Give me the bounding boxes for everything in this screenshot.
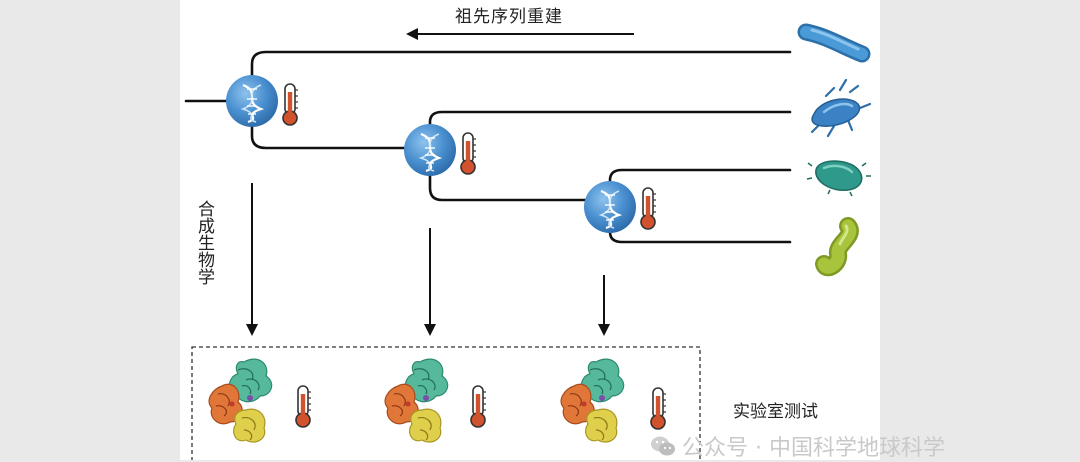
thermometer-icon (640, 187, 657, 230)
watermark: 公众号 · 中国科学地球科学 (650, 432, 945, 461)
thermometer-icon (295, 385, 312, 428)
ancestral-node-1 (226, 75, 278, 127)
thermometer-icon (460, 132, 477, 175)
lab-test-box (191, 346, 701, 460)
oval-bacterium-icon (806, 160, 871, 197)
ancestral-node-2 (404, 124, 456, 176)
figure-background (180, 0, 880, 460)
synthetic-biology-label: 合成生物学 (194, 200, 214, 285)
protein-structure-icon (384, 358, 449, 443)
protein-structure-icon (560, 358, 625, 443)
thermometer-icon (282, 83, 299, 126)
thermometer-icon (650, 387, 667, 430)
phylogenetic-tree (184, 50, 792, 244)
watermark-text: 公众号 · 中国科学地球科学 (682, 436, 945, 461)
thermometer-icon (470, 385, 487, 428)
curved-bacterium-icon (815, 217, 859, 277)
ancestral-reconstruction-label: 祖先序列重建 (455, 7, 563, 27)
wechat-icon (651, 436, 675, 456)
protein-structure-icon (208, 358, 273, 443)
lab-test-label: 实验室测试 (733, 402, 818, 422)
flagellated-bacterium-icon (810, 78, 872, 138)
rod-bacterium-icon (797, 23, 871, 63)
ancestral-node-3 (584, 181, 636, 233)
